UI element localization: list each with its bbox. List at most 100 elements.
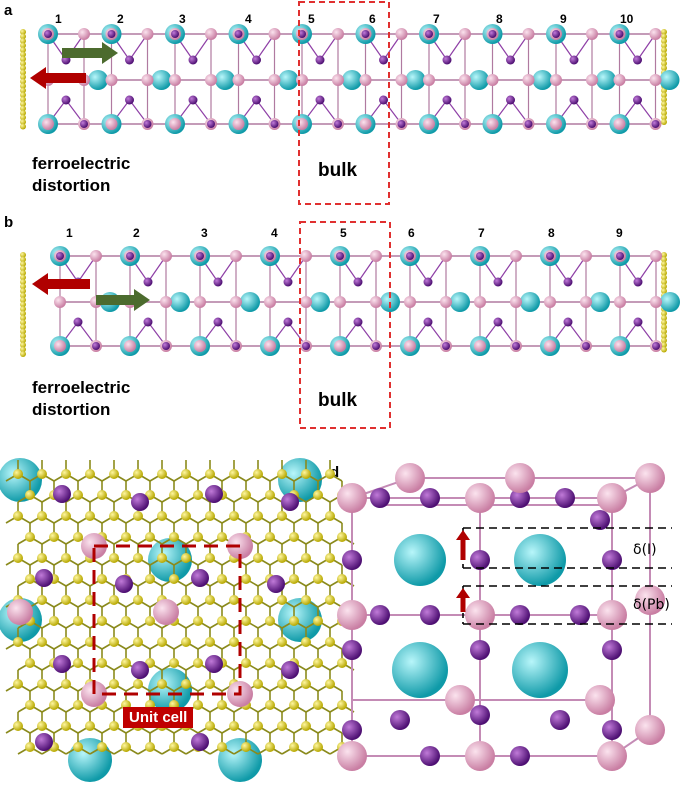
i-atom xyxy=(555,488,575,508)
network-atom xyxy=(241,742,251,752)
network-atom xyxy=(301,637,311,647)
i-atom xyxy=(125,95,134,105)
electrode-atom xyxy=(661,114,667,121)
electrode-atom xyxy=(661,342,667,348)
electrode-atom xyxy=(20,337,26,344)
i-atom xyxy=(423,317,433,327)
network-atom xyxy=(85,469,95,479)
i-atom xyxy=(470,705,490,725)
arrow-body xyxy=(44,73,86,83)
network-atom xyxy=(61,637,71,647)
network-atom xyxy=(37,679,47,689)
pb-atom xyxy=(474,340,486,352)
network-atom xyxy=(337,658,347,668)
network-atom xyxy=(193,700,203,710)
network-atom xyxy=(181,469,191,479)
network-atom xyxy=(337,574,347,584)
network-atom xyxy=(301,679,311,689)
network-atom xyxy=(241,574,251,584)
network-atom xyxy=(73,490,83,500)
i-atom xyxy=(569,55,579,65)
pb-atom xyxy=(334,296,346,308)
cs-atom xyxy=(532,70,553,90)
electrode-atom xyxy=(661,279,667,285)
network-atom xyxy=(61,721,71,731)
pb-atom xyxy=(404,296,416,308)
electrode-atom xyxy=(20,51,26,58)
pb-atom xyxy=(395,74,408,86)
electrode-atom xyxy=(20,252,26,258)
pb-atom xyxy=(505,463,535,493)
pb-atom xyxy=(649,74,662,86)
i-atom xyxy=(35,569,53,587)
i-atom xyxy=(588,120,596,128)
i-atom xyxy=(563,317,573,327)
green-arrow-a xyxy=(62,42,118,64)
unit-cell-box xyxy=(92,544,242,696)
network-atom xyxy=(217,574,227,584)
pb-atom xyxy=(440,250,452,262)
network-atom xyxy=(205,469,215,479)
network-atom xyxy=(217,616,227,626)
electrode-atom xyxy=(661,60,667,67)
i-atom xyxy=(281,661,299,679)
network-atom xyxy=(181,553,191,563)
network-atom xyxy=(289,532,299,542)
pb-atom xyxy=(613,118,626,130)
pb-atom xyxy=(264,340,276,352)
i-atom xyxy=(191,569,209,587)
network-atom xyxy=(25,574,35,584)
pb-atom xyxy=(614,340,626,352)
i-atom xyxy=(270,120,279,128)
i-atom xyxy=(397,120,406,128)
i-atom xyxy=(633,55,642,65)
i-atom xyxy=(602,550,622,570)
green-arrow-b xyxy=(96,289,150,311)
network-atom xyxy=(109,721,119,731)
pb-atom xyxy=(296,74,308,86)
cell-number: 2 xyxy=(117,12,124,26)
pb-atom xyxy=(474,296,486,308)
electrode-atom xyxy=(20,256,26,263)
bulk-box-b xyxy=(299,221,391,429)
cs-atom xyxy=(278,598,322,642)
electrode-atom xyxy=(20,56,26,62)
panel-a-bulk-label: bulk xyxy=(318,160,358,181)
network-atom xyxy=(61,679,71,689)
i-atom xyxy=(353,277,363,287)
i-atom xyxy=(524,120,533,128)
cell-number: 8 xyxy=(548,226,555,240)
pb-atom xyxy=(370,250,382,262)
i-atom xyxy=(342,640,362,660)
electrode-atom xyxy=(20,96,26,103)
cs-atom xyxy=(278,458,322,502)
network-atom xyxy=(109,469,119,479)
i-atom xyxy=(488,30,497,38)
electrode-atom xyxy=(661,270,667,276)
pb-atom xyxy=(459,74,471,86)
electrode-atom xyxy=(661,346,667,353)
pb-atom xyxy=(445,685,475,715)
network-atom xyxy=(97,490,107,500)
network-atom xyxy=(241,490,251,500)
cs-atom xyxy=(342,70,362,90)
pb-atom xyxy=(585,685,615,715)
i-atom xyxy=(425,30,433,38)
pb-atom xyxy=(423,74,435,86)
electrode-atom xyxy=(20,78,26,85)
network-atom xyxy=(13,637,23,647)
cs-atom xyxy=(450,292,470,312)
pb-atom xyxy=(42,118,54,130)
electrode-atom xyxy=(20,342,26,348)
i-atom xyxy=(506,55,515,65)
pb-atom xyxy=(296,118,308,130)
arrow-head xyxy=(456,530,470,540)
network-atom xyxy=(25,700,35,710)
pb-atom xyxy=(230,250,242,262)
network-atom xyxy=(181,637,191,647)
network-atom xyxy=(193,616,203,626)
electrode-atom xyxy=(661,324,667,330)
electrode-atom xyxy=(20,92,26,98)
electrode-atom xyxy=(20,328,26,335)
network-atom xyxy=(133,595,143,605)
